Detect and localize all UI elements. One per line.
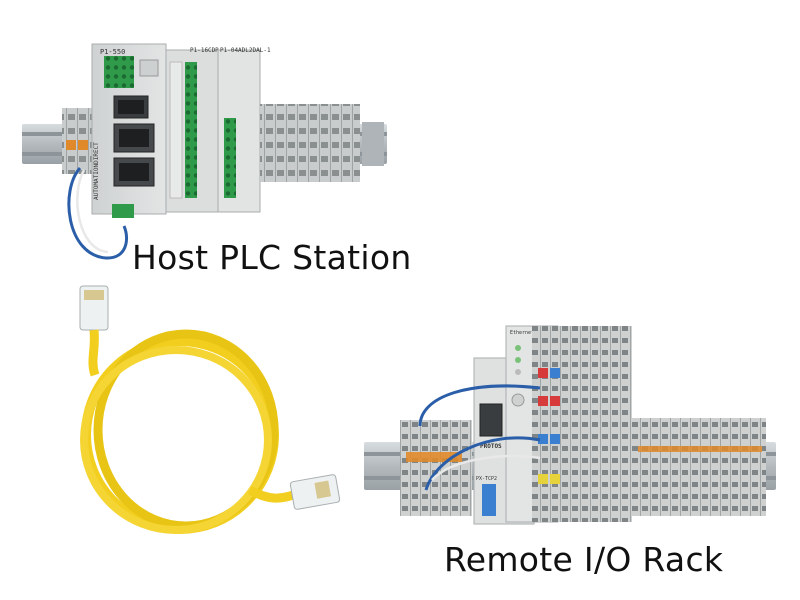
remote-white-wire xyxy=(431,454,541,481)
host-plc-station-caption: Host PLC Station xyxy=(132,238,412,277)
remote-rj45-port xyxy=(479,403,503,437)
remote-left-terminal-blocks xyxy=(400,420,472,516)
remote-blue-wire-2 xyxy=(424,436,541,491)
remote-blue-wire-1 xyxy=(418,384,541,427)
remote-right-terminal-blocks xyxy=(632,418,766,516)
svg-text:P1-04ADL2DAL-1: P1-04ADL2DAL-1 xyxy=(220,47,271,54)
host-plc-station: P1-550 AUTOMATIONDIRECT P1-16CDR P1-04AD… xyxy=(22,43,387,260)
host-blue-wire xyxy=(67,166,129,260)
remote-io-rack: PROTOS PX-TCP2 Ethernet TCP/IP xyxy=(364,325,776,525)
remote-io-slices xyxy=(532,326,632,522)
host-analog-green-terminals xyxy=(224,118,236,198)
rj45-plug-bottom xyxy=(289,474,341,510)
yellow-ethernet-cable xyxy=(79,285,341,534)
svg-text:P1-16CDR: P1-16CDR xyxy=(190,47,219,54)
svg-text:PROTOS: PROTOS xyxy=(480,443,502,450)
host-relay-green-terminals xyxy=(185,62,197,198)
svg-text:PX-TCP2: PX-TCP2 xyxy=(476,476,497,482)
svg-text:P1-550: P1-550 xyxy=(100,48,125,56)
host-green-power-connector xyxy=(104,56,134,88)
remote-dip-switches xyxy=(482,484,496,516)
remote-io-rack-caption: Remote I/O Rack xyxy=(444,540,724,579)
host-right-terminal-blocks xyxy=(260,104,360,182)
svg-text:AUTOMATIONDIRECT: AUTOMATIONDIRECT xyxy=(93,142,100,200)
